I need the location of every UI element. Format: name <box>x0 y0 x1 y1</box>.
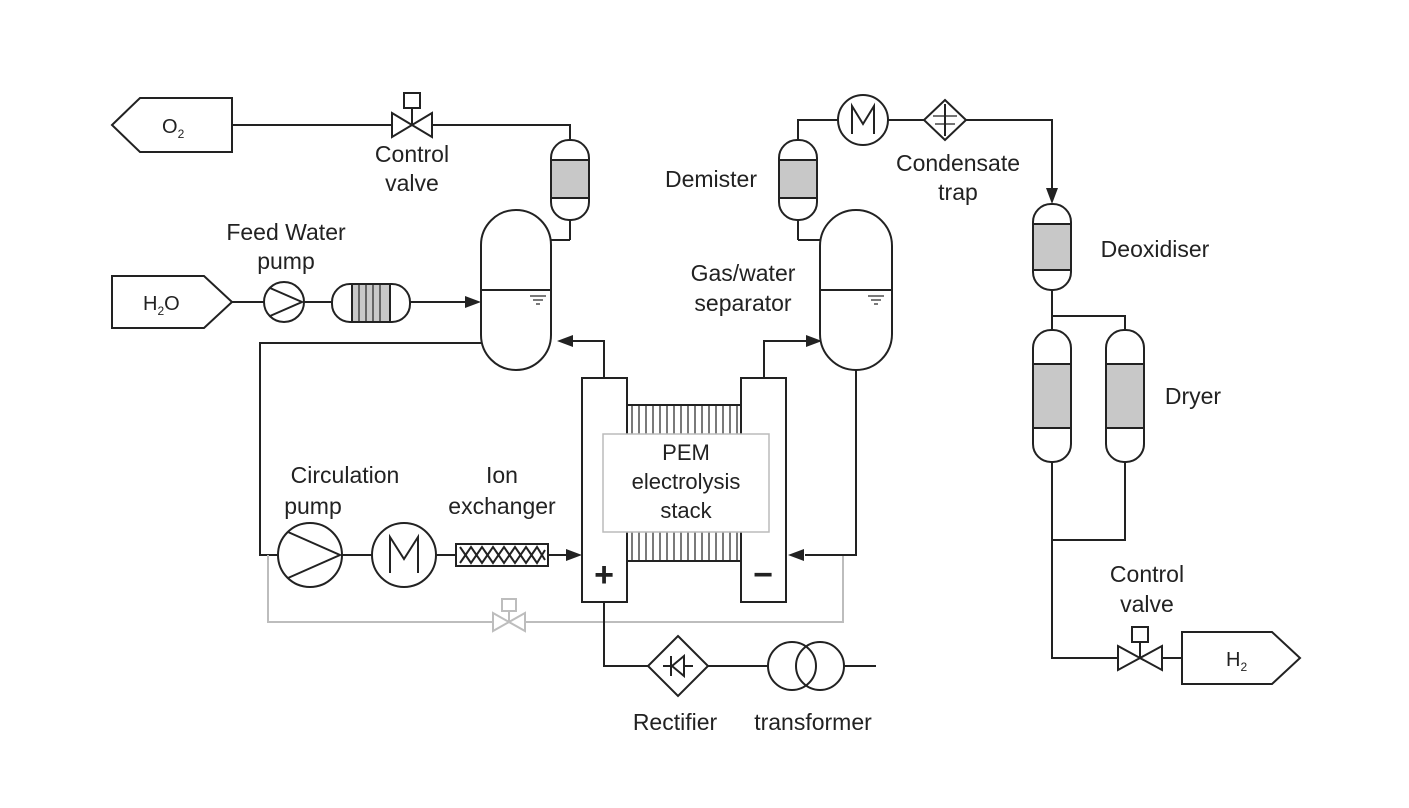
power-supply-line <box>603 602 876 667</box>
svg-text:H2O: H2O <box>143 293 180 318</box>
svg-text:H2: H2 <box>1226 649 1247 674</box>
o2-control-valve <box>391 92 433 139</box>
stack-label-line-1: PEM <box>662 440 710 465</box>
h2-purification-lines <box>1051 290 1182 659</box>
cathode-lines <box>763 119 1058 561</box>
pem-electrolysis-stack: PEM electrolysis stack + − <box>581 377 787 603</box>
bypass-valve <box>492 598 526 633</box>
circulation-motor-symbol <box>371 522 437 588</box>
cathode-gas-water-separator <box>819 209 893 371</box>
cathode-minus-sign: − <box>753 556 773 594</box>
anode-plus-sign: + <box>594 556 614 594</box>
anode-gas-water-separator <box>480 209 552 371</box>
condensate-trap-label-2: trap <box>938 179 978 205</box>
o2-outlet-line <box>232 124 571 241</box>
h2-outlet-terminal: H2 <box>1181 631 1302 685</box>
circulation-pump-symbol <box>277 522 343 588</box>
stack-label-line-2: electrolysis <box>632 469 741 494</box>
h2o-inlet-terminal: H2O <box>111 275 234 329</box>
o2-control-valve-label-1: Control <box>375 141 449 167</box>
stack-label-line-3: stack <box>660 498 712 523</box>
dryer-vessel-right <box>1105 329 1145 463</box>
feed-water-line <box>232 296 481 308</box>
h2-demister-vessel <box>778 139 818 221</box>
transformer-symbol <box>767 641 845 691</box>
h2-control-valve <box>1117 626 1163 672</box>
h2-control-valve-label-1: Control <box>1110 561 1184 587</box>
circulation-pump-label-2: pump <box>284 493 342 519</box>
feed-water-filter <box>331 283 411 323</box>
feed-water-pump-label-2: pump <box>257 248 315 274</box>
demister-label: Demister <box>665 166 757 192</box>
o2-outlet-terminal: O2 <box>110 97 233 153</box>
condensate-trap-symbol <box>922 98 968 142</box>
circulation-pump-label-1: Circulation <box>291 462 400 488</box>
rectifier-symbol <box>646 634 710 698</box>
ion-exchanger-label-2: exchanger <box>448 493 556 519</box>
deoxidiser-vessel <box>1032 203 1072 291</box>
feed-water-pump-label-1: Feed Water <box>226 219 346 245</box>
dryer-vessel-left <box>1032 329 1072 463</box>
gas-water-separator-label-2: separator <box>694 290 792 316</box>
h2-control-valve-label-2: valve <box>1120 591 1174 617</box>
bypass-line <box>267 555 844 623</box>
deoxidiser-label: Deoxidiser <box>1101 236 1210 262</box>
dryer-label: Dryer <box>1165 383 1222 409</box>
feed-water-pump-symbol <box>263 281 305 323</box>
gas-water-separator-label-1: Gas/water <box>691 260 796 286</box>
o2-demister-vessel <box>550 139 590 221</box>
ion-exchanger-label-1: Ion <box>486 462 518 488</box>
transformer-label: transformer <box>754 709 872 735</box>
cathode-motor-symbol <box>837 94 889 146</box>
rectifier-label: Rectifier <box>633 709 718 735</box>
condensate-trap-label-1: Condensate <box>896 150 1020 176</box>
ion-exchanger-symbol <box>455 543 549 567</box>
svg-text:O2: O2 <box>162 116 185 141</box>
o2-control-valve-label-2: valve <box>385 170 439 196</box>
